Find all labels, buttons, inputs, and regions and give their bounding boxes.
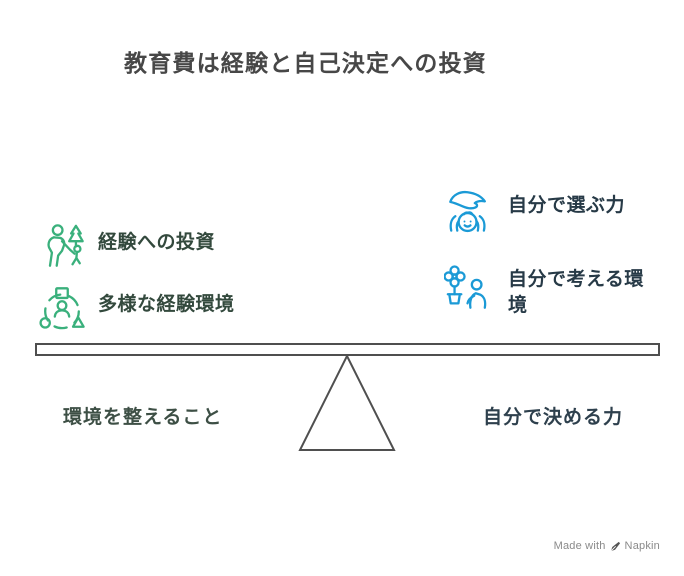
page-title: 教育費は経験と自己決定への投資 [124, 50, 487, 76]
watermark-brand: Napkin [624, 540, 660, 552]
right-item-label: 自分で選ぶ力 [508, 195, 626, 216]
care-hand-child-icon [445, 186, 493, 234]
left-item-label: 経験への投資 [98, 232, 216, 253]
right-side-caption: 自分で決める力 [483, 407, 624, 428]
watermark-prefix: Made with [553, 540, 606, 552]
balance-fulcrum-triangle [295, 353, 400, 452]
napkin-pen-icon [610, 541, 621, 552]
left-side-caption: 環境を整えること [63, 407, 223, 428]
left-item-label: 多様な経験環境 [98, 294, 235, 315]
flower-nurture-icon [444, 264, 492, 312]
right-item-label: 自分で考える環境 [508, 269, 644, 316]
diverse-environment-icon [38, 284, 86, 332]
family-outdoors-icon [38, 222, 86, 270]
napkin-watermark[interactable]: Made with Napkin [554, 540, 660, 552]
